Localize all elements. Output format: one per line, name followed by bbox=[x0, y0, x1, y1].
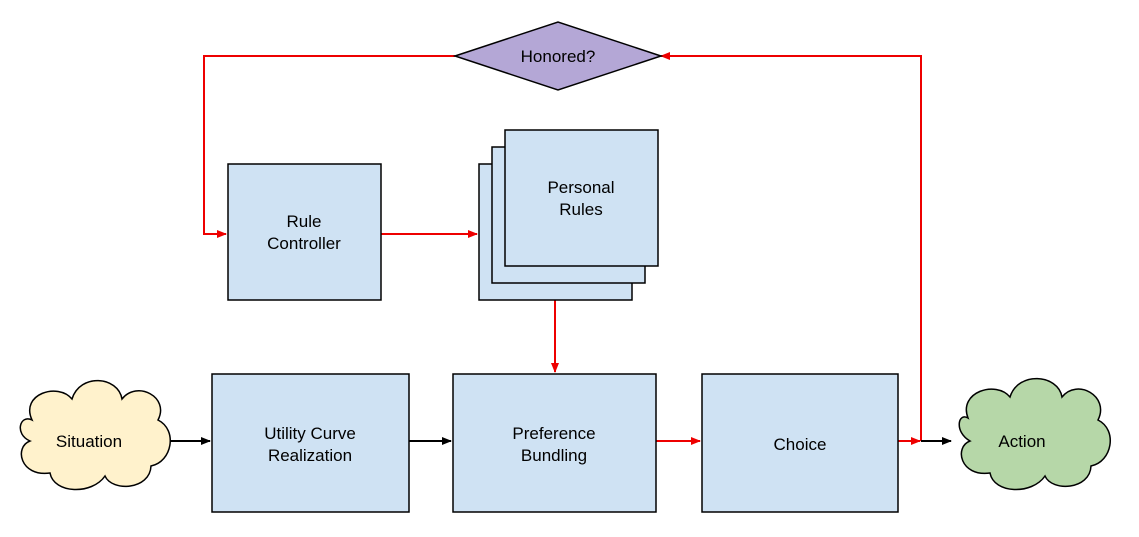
situation-node: Situation bbox=[19, 379, 171, 491]
feedback-arrow-choice-to-honored bbox=[660, 52, 922, 441]
rule-controller-label-line1: Rule bbox=[287, 212, 322, 231]
personal-rules-label-line2: Rules bbox=[559, 200, 602, 219]
preference-bundling-box bbox=[452, 373, 657, 513]
preference-bundling-label-line2: Bundling bbox=[521, 446, 587, 465]
utility-curve-node: Utility Curve Realization bbox=[211, 373, 410, 513]
choice-node: Choice bbox=[701, 373, 899, 513]
rule-controller-label-line2: Controller bbox=[267, 234, 341, 253]
action-label: Action bbox=[998, 432, 1045, 451]
preference-bundling-label-line1: Preference bbox=[512, 424, 595, 443]
rule-controller-box bbox=[227, 163, 382, 301]
rule-controller-node: Rule Controller bbox=[227, 163, 382, 301]
choice-box bbox=[701, 373, 899, 513]
preference-bundling-node: Preference Bundling bbox=[452, 373, 657, 513]
honored-decision: Honored? bbox=[452, 21, 664, 91]
personal-rules-label-line1: Personal bbox=[547, 178, 614, 197]
situation-label: Situation bbox=[56, 432, 122, 451]
choice-label: Choice bbox=[774, 435, 827, 454]
honored-label: Honored? bbox=[521, 47, 596, 66]
feedback-arrow-honored-to-rule-controller bbox=[203, 55, 455, 238]
action-node: Action bbox=[958, 377, 1111, 491]
personal-rules-front-card bbox=[504, 129, 659, 267]
action-cloud bbox=[958, 377, 1111, 491]
honored-diamond bbox=[452, 21, 664, 91]
utility-curve-label-line1: Utility Curve bbox=[264, 424, 356, 443]
utility-curve-label-line2: Realization bbox=[268, 446, 352, 465]
utility-curve-box bbox=[211, 373, 410, 513]
situation-cloud bbox=[19, 379, 171, 491]
personal-rules-node: Personal Rules bbox=[478, 129, 659, 301]
